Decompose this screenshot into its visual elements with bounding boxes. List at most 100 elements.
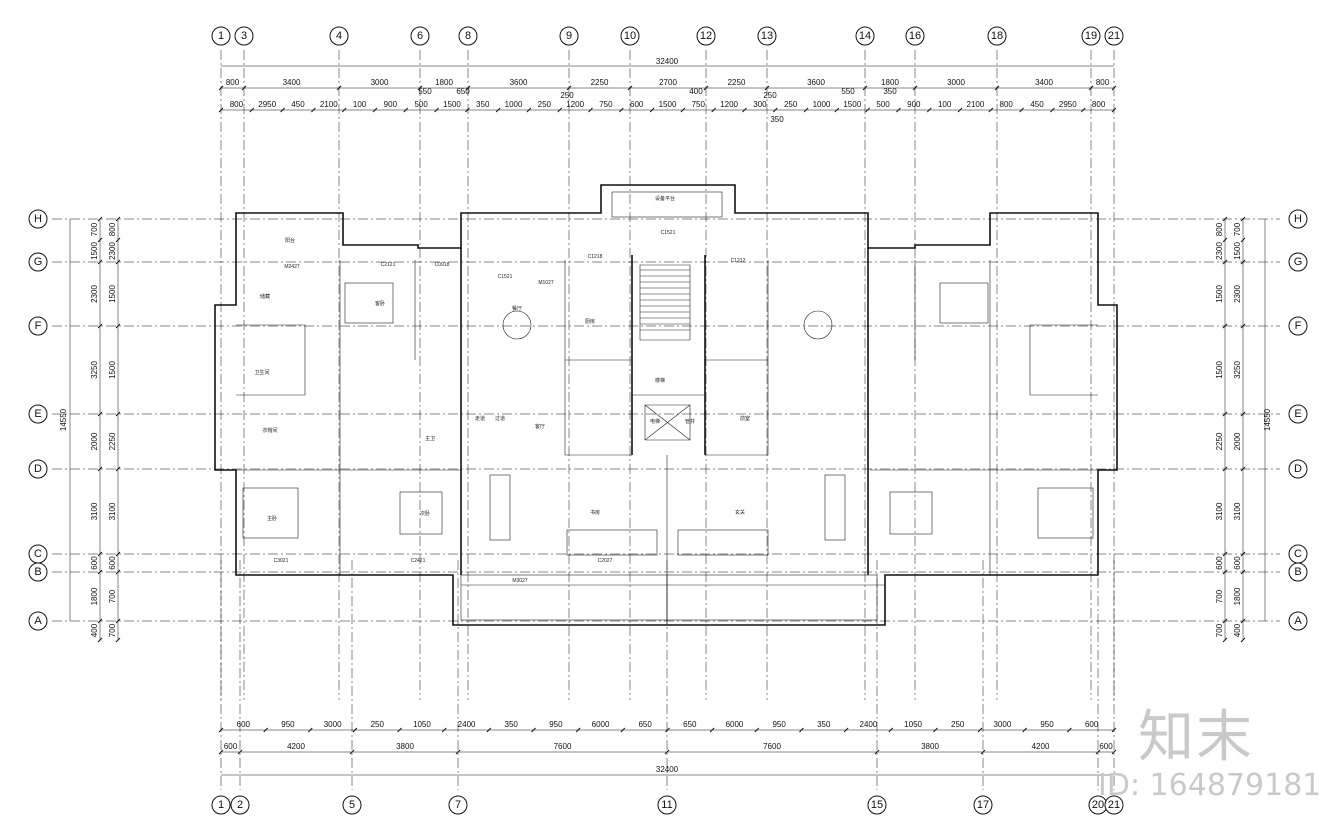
dim-value: 900: [907, 100, 921, 109]
axis-label: H: [1294, 213, 1302, 225]
dim-value: 600: [224, 742, 238, 751]
dim-tick: [742, 107, 747, 113]
axis-label: 7: [455, 799, 461, 811]
dim-value: 1500: [108, 361, 117, 379]
dim-tick: [115, 637, 121, 643]
room-label: 管井: [685, 418, 695, 425]
dim-value: 1500: [1233, 242, 1242, 260]
axis-label: E: [34, 408, 41, 420]
room-label: 书房: [590, 509, 600, 516]
dim-value: 800: [108, 222, 117, 236]
axis-bubble: F: [28, 316, 48, 336]
window-tag: M3027: [512, 578, 528, 584]
dim-total-left: 14550: [59, 408, 68, 431]
dim-tick: [280, 107, 285, 113]
dim-tick: [465, 85, 471, 91]
dim-tick: [994, 85, 1000, 91]
window-tag: C0918: [435, 262, 450, 268]
dim-tick: [874, 749, 880, 755]
axis-bubble: G: [1288, 252, 1308, 272]
dim-tick: [557, 107, 563, 113]
axis-circle: [1288, 316, 1308, 336]
dim-tick: [1111, 749, 1117, 755]
axis-label: 19: [1085, 30, 1097, 42]
dim-tick: [1222, 618, 1228, 624]
dim-tick: [620, 727, 626, 733]
dim-tick: [249, 107, 255, 113]
axis-bubble: 8: [458, 26, 478, 46]
axis-circle: [855, 26, 875, 46]
axis-bubble: 4: [329, 26, 349, 46]
dim-value: 700: [1215, 623, 1224, 637]
dim-tick: [97, 259, 103, 265]
dim-tick: [703, 85, 709, 91]
dim-tick: [349, 749, 355, 755]
dim-tick: [843, 727, 849, 733]
dim-tick: [434, 107, 439, 113]
dim-value: 2000: [90, 432, 99, 450]
dim-tick: [1222, 466, 1228, 472]
dim-tick: [1095, 749, 1101, 755]
window-tag: C1212: [731, 258, 746, 264]
dim-value: 1050: [413, 720, 431, 729]
dim-tick: [1240, 237, 1246, 243]
dim-tick: [115, 618, 121, 624]
dim-value: 1200: [566, 100, 584, 109]
dim-tick: [397, 727, 402, 733]
axis-circle: [234, 26, 254, 46]
dim-tick: [97, 411, 103, 417]
axis-circle: [28, 209, 48, 229]
room-label: 设备平台: [655, 195, 675, 202]
dim-value: 700: [108, 589, 117, 603]
room-label: 客卧: [375, 300, 385, 307]
dim-tick: [97, 618, 103, 624]
dim-value: 3250: [90, 361, 99, 379]
dim-tick: [627, 85, 633, 91]
dim-tick: [218, 749, 224, 755]
dim-value: 350: [883, 87, 897, 96]
dim-tick: [1240, 323, 1246, 329]
dim-value: 350: [476, 100, 490, 109]
dim-tick: [531, 727, 536, 733]
dim-tick: [241, 85, 247, 91]
dim-value: 3000: [993, 720, 1011, 729]
dim-tick: [957, 107, 963, 113]
dim-value: 2250: [108, 432, 117, 450]
axis-bubble: 15: [867, 795, 887, 815]
dim-value: 350: [770, 115, 784, 124]
dim-value: 1800: [435, 78, 453, 87]
window-tag: C2121: [381, 262, 396, 268]
dim-tick: [988, 107, 994, 113]
dim-value: 2950: [258, 100, 276, 109]
dim-tick: [1240, 411, 1246, 417]
axis-circle: [1288, 404, 1308, 424]
axis-label: 3: [241, 30, 247, 42]
dim-value: 3400: [283, 78, 301, 87]
dim-value: 250: [763, 91, 777, 100]
dim-value: 950: [281, 720, 295, 729]
dim-tick: [1240, 637, 1246, 643]
axis-label: E: [1294, 408, 1301, 420]
dim-tick: [588, 107, 593, 113]
dim-value: 2950: [1059, 100, 1077, 109]
dim-value: 2300: [1233, 285, 1242, 303]
dim-tick: [977, 727, 983, 733]
dim-value: 600: [108, 556, 117, 570]
axis-bubble: 16: [905, 26, 925, 46]
axis-label: 13: [761, 30, 773, 42]
dim-tick: [1050, 107, 1055, 113]
axis-bubble: 19: [1081, 26, 1101, 46]
axis-circle: [1288, 252, 1308, 272]
dim-value: 550: [418, 87, 432, 96]
axis-circle: [28, 562, 48, 582]
window-tag: C2421: [411, 558, 426, 564]
dim-tick: [1240, 618, 1246, 624]
dim-tick: [307, 727, 313, 733]
dim-value: 2100: [967, 100, 985, 109]
axis-circle: [620, 26, 640, 46]
dim-value: 3000: [371, 78, 389, 87]
dim-value: 500: [876, 100, 890, 109]
